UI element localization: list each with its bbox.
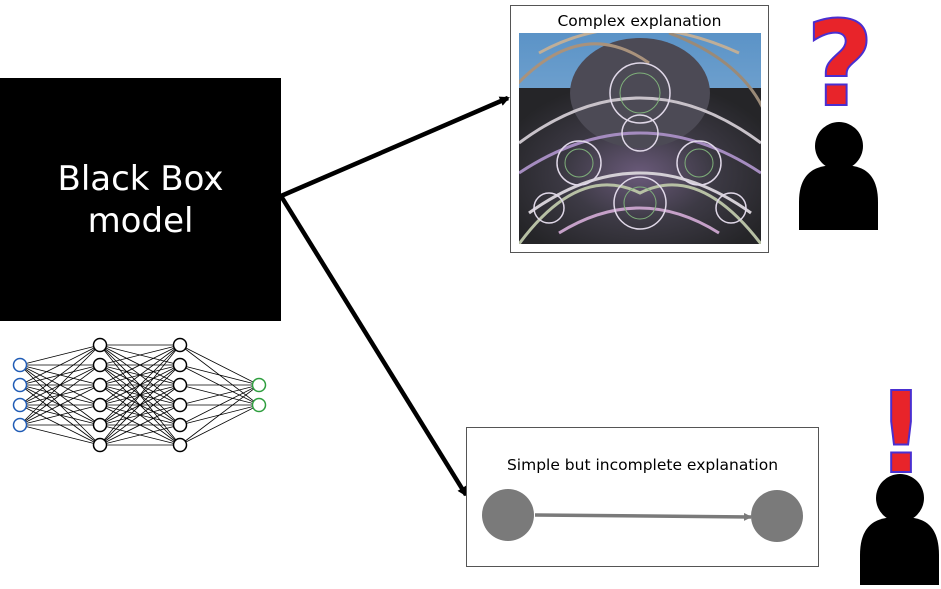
understanding-person-icon: ! [860, 368, 939, 585]
black-box-label: Black Box model [57, 158, 224, 241]
question-mark-symbol: ? [806, 0, 874, 133]
simple-explanation-caption: Simple but incomplete explanation [506, 456, 779, 474]
network-connection [179, 384, 260, 426]
network-hidden-node [92, 437, 108, 453]
network-connection [19, 404, 101, 426]
network-connection [19, 424, 101, 446]
network-connection [19, 384, 101, 426]
network-output-node [251, 377, 267, 393]
graph-node-target [751, 490, 803, 542]
network-connection [99, 424, 181, 446]
network-input-node [12, 397, 28, 413]
network-connection [19, 344, 101, 386]
simple-causal-graph [482, 489, 803, 542]
complex-fractal-image [519, 33, 761, 244]
network-connection [19, 344, 101, 366]
network-hidden-node [172, 437, 188, 453]
confused-person-icon: ? [799, 0, 878, 230]
network-hidden-node [92, 417, 108, 433]
network-connection [19, 344, 101, 426]
network-connection [179, 364, 260, 386]
network-output-node [251, 397, 267, 413]
network-input-node [12, 417, 28, 433]
network-connection [99, 344, 181, 366]
network-input-node [12, 357, 28, 373]
network-hidden-node [92, 337, 108, 353]
network-connection [179, 384, 260, 446]
network-hidden-node [172, 377, 188, 393]
neural-network-icon [12, 337, 267, 453]
network-connection [179, 344, 260, 386]
network-connection [99, 384, 181, 446]
network-hidden-node [172, 417, 188, 433]
graph-node-source [482, 489, 534, 541]
black-box-model: Black Box model [0, 78, 281, 321]
arrow-to-complex-explanation [280, 95, 510, 199]
simple-explanation-panel: Simple but incomplete explanation [466, 427, 819, 567]
network-connection [99, 404, 181, 446]
network-connection [99, 344, 181, 426]
network-hidden-node [92, 357, 108, 373]
network-connection [179, 404, 260, 446]
network-connection [179, 384, 260, 406]
network-connection [99, 344, 181, 446]
network-input-node [12, 377, 28, 393]
network-hidden-node [172, 397, 188, 413]
arrow-to-simple-explanation [279, 194, 468, 497]
network-connection [19, 344, 101, 406]
network-connection [19, 364, 101, 426]
graph-edge [534, 512, 752, 521]
network-connection [99, 344, 181, 406]
network-connection [99, 344, 181, 386]
network-hidden-node [92, 397, 108, 413]
complex-explanation-caption: Complex explanation [557, 12, 722, 30]
complex-explanation-panel: Complex explanation [510, 5, 769, 253]
network-hidden-node [172, 337, 188, 353]
network-hidden-node [92, 377, 108, 393]
network-hidden-node [172, 357, 188, 373]
network-connection [99, 364, 181, 446]
